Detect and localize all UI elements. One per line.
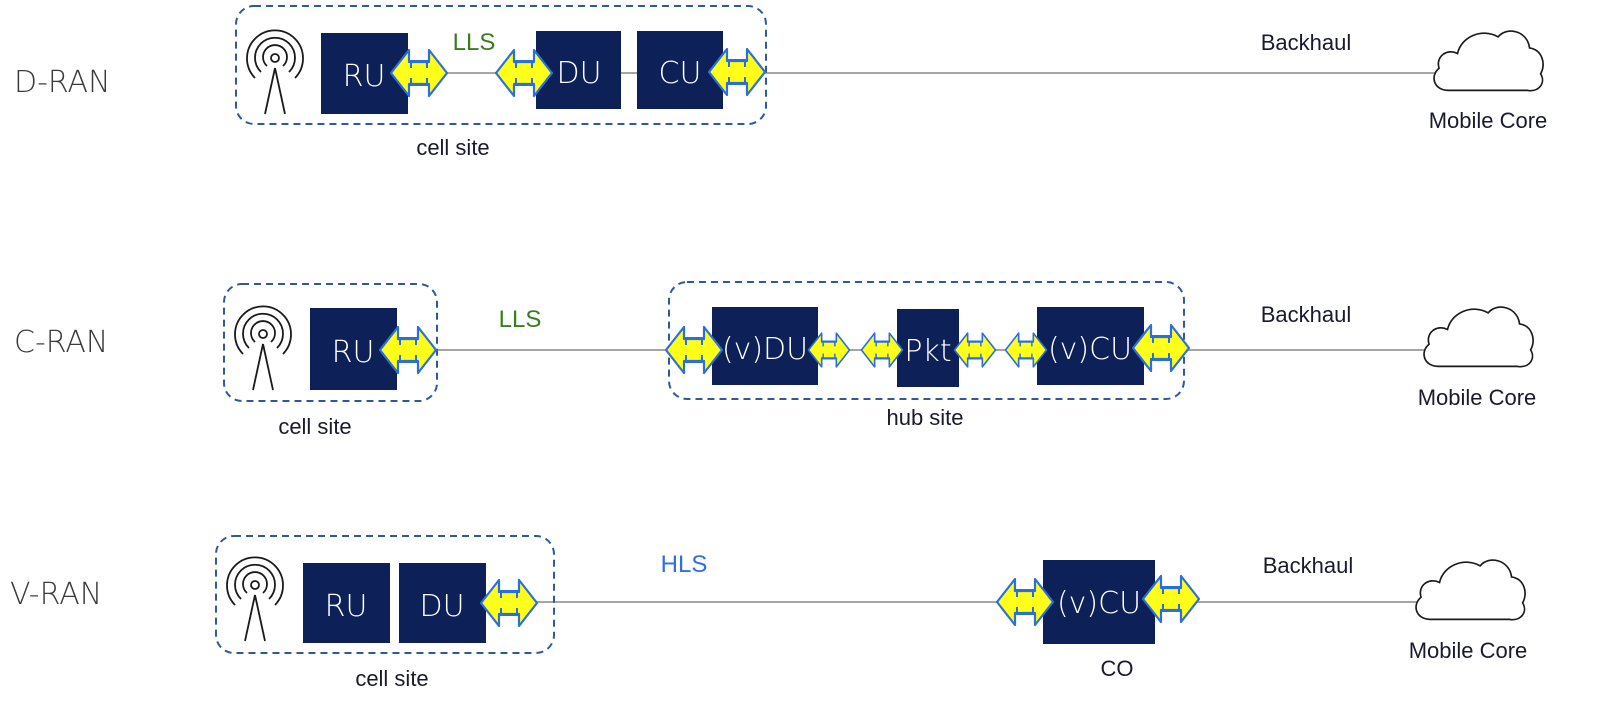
cran-backhaul-label: Backhaul	[1261, 302, 1352, 327]
dran-core-label: Mobile Core	[1429, 108, 1548, 133]
double-arrow-icon	[479, 578, 539, 628]
cran-vcu-box	[1037, 307, 1144, 385]
vran-co-caption: CO	[1101, 656, 1134, 681]
vran-ru-box	[303, 563, 390, 643]
double-arrow-icon	[860, 332, 904, 368]
cloud-icon	[1433, 30, 1544, 92]
cran-pkt-box	[897, 309, 959, 387]
vran-vcu-box	[1043, 560, 1155, 644]
row-vran: V-RAN RU DU (v)CU HLS cell site CO Backh…	[10, 535, 1528, 691]
vran-du-label: DU	[419, 589, 464, 624]
vran-backhaul-label: Backhaul	[1263, 553, 1354, 578]
cran-vdu-label: (v)DU	[722, 332, 808, 367]
cran-ru-label: RU	[332, 335, 375, 370]
cran-hub-site-boundary	[668, 281, 1185, 400]
cran-cell-site-boundary	[223, 283, 438, 402]
dran-backhaul-label: Backhaul	[1261, 30, 1352, 55]
vran-vcu-label: (v)CU	[1057, 586, 1141, 621]
dran-site-caption: cell site	[416, 135, 489, 160]
row-label-cran: C-RAN	[14, 325, 108, 360]
dran-du-label: DU	[556, 56, 601, 91]
double-arrow-icon	[953, 332, 997, 368]
dran-ru-label: RU	[343, 59, 386, 94]
cran-split-label: LLS	[499, 306, 542, 333]
vran-cell-site-boundary	[215, 535, 555, 654]
row-cran: C-RAN RU (v)DU Pkt (v)CU LLS cell site h…	[14, 281, 1537, 439]
dran-cu-label: CU	[659, 56, 702, 91]
vran-ru-label: RU	[325, 589, 368, 624]
radio-tower-icon	[234, 305, 292, 391]
radio-tower-icon	[246, 29, 304, 115]
row-dran: D-RAN RU DU CU LLS cell site Backhaul Mo…	[14, 5, 1548, 160]
vran-split-label: HLS	[661, 551, 708, 578]
cran-hub-site-caption: hub site	[886, 405, 963, 430]
row-label-dran: D-RAN	[14, 65, 111, 100]
row-label-vran: V-RAN	[10, 577, 102, 612]
dran-cu-box	[637, 31, 723, 109]
vran-core-label: Mobile Core	[1409, 638, 1528, 663]
cran-cell-site-caption: cell site	[278, 414, 351, 439]
dran-cell-site-boundary	[235, 5, 767, 125]
vran-cell-site-caption: cell site	[355, 666, 428, 691]
cran-core-label: Mobile Core	[1418, 385, 1537, 410]
cran-pkt-label: Pkt	[904, 334, 951, 369]
dran-split-label: LLS	[453, 29, 496, 56]
cran-vcu-label: (v)CU	[1048, 332, 1132, 367]
cran-vdu-box	[712, 307, 818, 385]
radio-tower-icon	[226, 556, 284, 642]
vran-du-box	[399, 563, 486, 643]
cloud-icon	[1415, 559, 1526, 621]
cloud-icon	[1423, 306, 1534, 368]
